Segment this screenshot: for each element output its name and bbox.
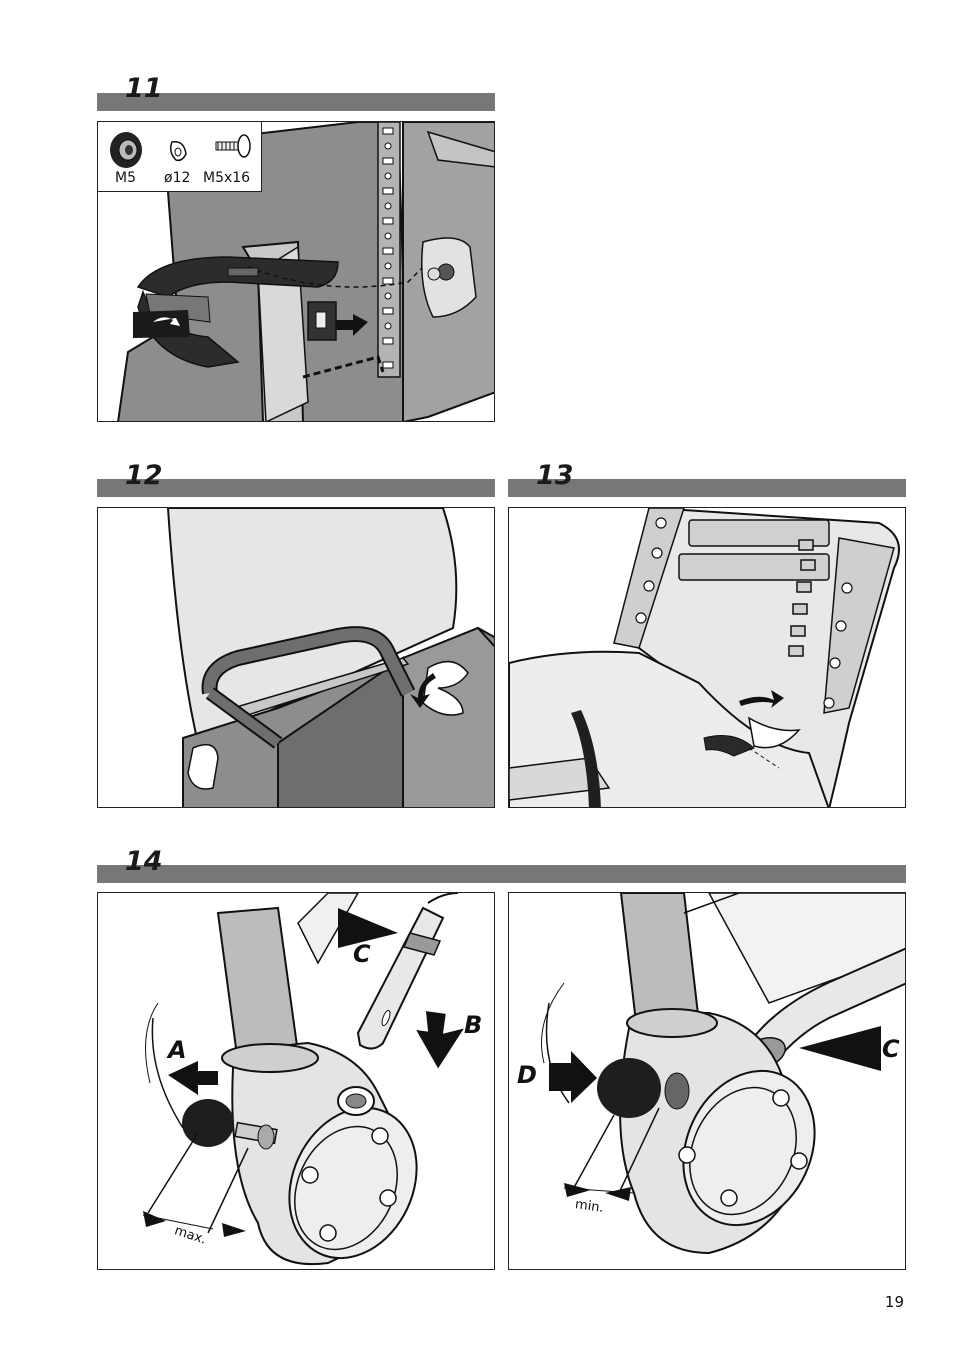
washer-label: ø12 <box>164 170 190 186</box>
callout-d: D <box>517 1061 537 1089</box>
step-14-header-bar <box>97 865 906 883</box>
step-13-number: 13 <box>536 462 574 489</box>
step-11-number: 11 <box>125 75 163 102</box>
arrow-b-icon <box>411 1010 465 1071</box>
screw-label: M5x16 <box>203 170 250 186</box>
step-14-right-illustration: C D min. <box>508 892 906 1270</box>
washer-icon <box>171 142 186 161</box>
seat-cover-drawing <box>509 508 906 808</box>
arrow-c-icon-right <box>799 1026 881 1071</box>
step-14-left-illustration: A B C max. <box>97 892 495 1270</box>
handle-insert-drawing <box>98 508 495 808</box>
nut-label: M5 <box>115 170 136 186</box>
nut-icon <box>110 132 142 168</box>
arrow-a-icon <box>168 1061 218 1095</box>
step-12-illustration <box>97 507 495 808</box>
callout-c-right: C <box>882 1035 900 1063</box>
step-14-number: 14 <box>125 848 163 875</box>
step-13-illustration <box>508 507 906 808</box>
step-12-number: 12 <box>125 462 163 489</box>
hardware-parts-legend: M5 ø12 M5x16 <box>98 122 262 192</box>
clamp-tighten-drawing <box>509 893 906 1270</box>
page-number: 19 <box>885 1293 904 1311</box>
screw-icon <box>216 135 250 157</box>
callout-c-left: C <box>353 940 371 968</box>
parts-icons <box>98 122 262 168</box>
step-11-illustration: M5 ø12 M5x16 <box>97 121 495 422</box>
arrow-d-icon <box>549 1051 597 1103</box>
callout-a: A <box>168 1036 187 1064</box>
callout-b: B <box>464 1011 482 1039</box>
clamp-loosen-drawing <box>98 893 495 1270</box>
